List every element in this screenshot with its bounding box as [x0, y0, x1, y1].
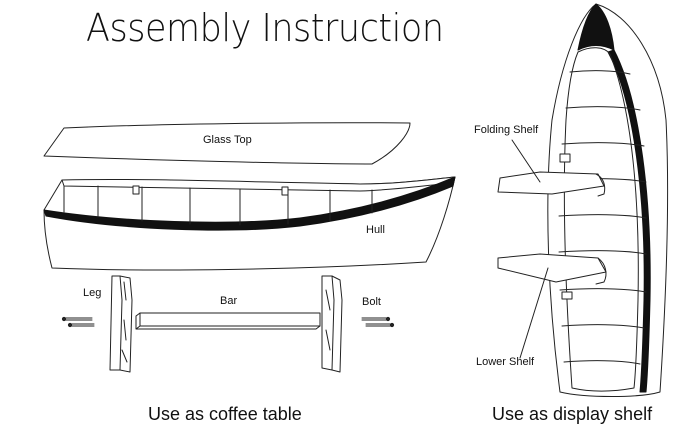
- lower-shelf-label: Lower Shelf: [476, 356, 535, 368]
- glass-top-drawing: [43, 122, 411, 165]
- glass-top-label: Glass Top: [203, 134, 252, 146]
- bar-drawing: [135, 312, 321, 330]
- left-leg-drawing: [109, 275, 133, 373]
- leg-label: Leg: [83, 287, 102, 299]
- hull-drawing: [43, 176, 456, 271]
- folding-shelf-label: Folding Shelf: [474, 124, 539, 136]
- bar-label: Bar: [220, 295, 238, 307]
- page-title: Assembly Instruction: [86, 6, 444, 50]
- display-shelf-drawing: [497, 3, 669, 397]
- right-leg-drawing: [321, 275, 343, 373]
- hull-label: Hull: [366, 224, 385, 236]
- display-shelf-caption: Use as display shelf: [492, 404, 653, 424]
- bolts-right-drawing: [361, 316, 395, 328]
- coffee-table-caption: Use as coffee table: [148, 404, 302, 424]
- bolts-left-drawing: [61, 316, 95, 328]
- bolt-label: Bolt: [362, 296, 381, 308]
